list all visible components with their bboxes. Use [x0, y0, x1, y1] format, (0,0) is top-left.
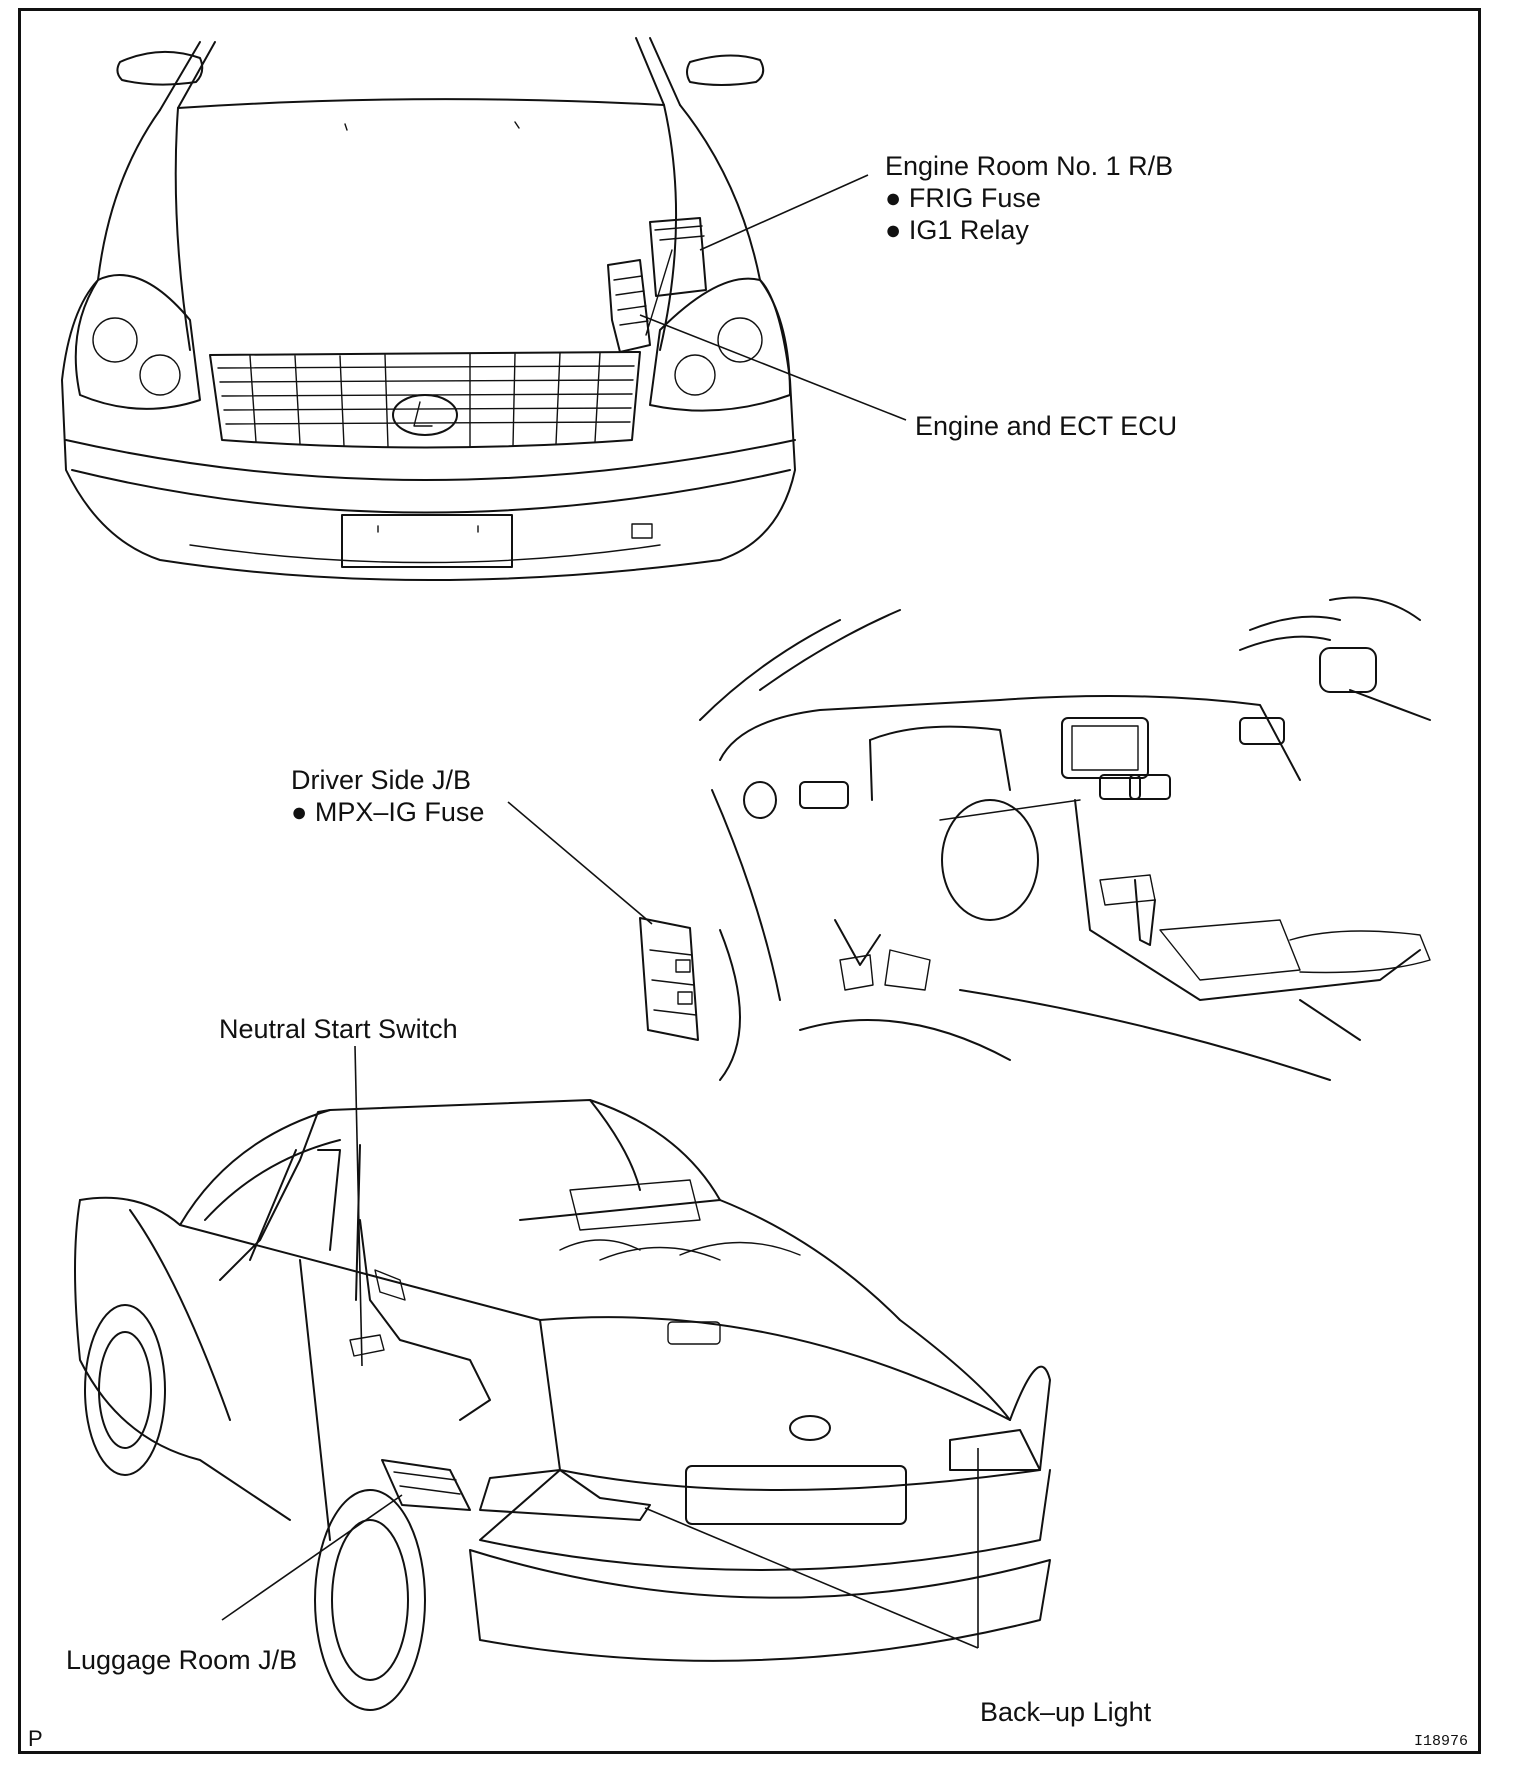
- label-back-up-light: Back–up Light: [980, 1697, 1152, 1727]
- label-luggage-room-jb: Luggage Room J/B: [66, 1645, 298, 1675]
- label-frig-fuse: ● FRIG Fuse: [885, 183, 1041, 213]
- label-engine-room-rb-title: Engine Room No. 1 R/B: [885, 151, 1174, 181]
- label-mpx-ig-fuse: ● MPX–IG Fuse: [291, 797, 485, 827]
- bullet-icon: ●: [885, 183, 902, 213]
- corner-mark: P: [28, 1726, 43, 1751]
- label-engine-room-rb: Engine Room No. 1 R/B ● FRIG Fuse ● IG1 …: [885, 150, 1173, 246]
- figure-code: I18976: [1414, 1733, 1469, 1750]
- label-driver-side-jb-title: Driver Side J/B: [291, 765, 472, 795]
- bullet-icon: ●: [885, 215, 902, 245]
- label-ig1-relay: ● IG1 Relay: [885, 215, 1029, 245]
- label-engine-ect-ecu: Engine and ECT ECU: [915, 411, 1178, 441]
- label-driver-side-jb: Driver Side J/B ● MPX–IG Fuse: [291, 764, 484, 828]
- diagram-frame: [18, 8, 1481, 1754]
- label-neutral-start-switch: Neutral Start Switch: [219, 1014, 458, 1044]
- rear-car-drawing: [74, 1099, 1051, 1711]
- front-car-drawing: [61, 37, 796, 581]
- dashboard-drawing: [639, 596, 1431, 1081]
- bullet-icon: ●: [291, 797, 308, 827]
- leader-lines: [221, 174, 979, 1649]
